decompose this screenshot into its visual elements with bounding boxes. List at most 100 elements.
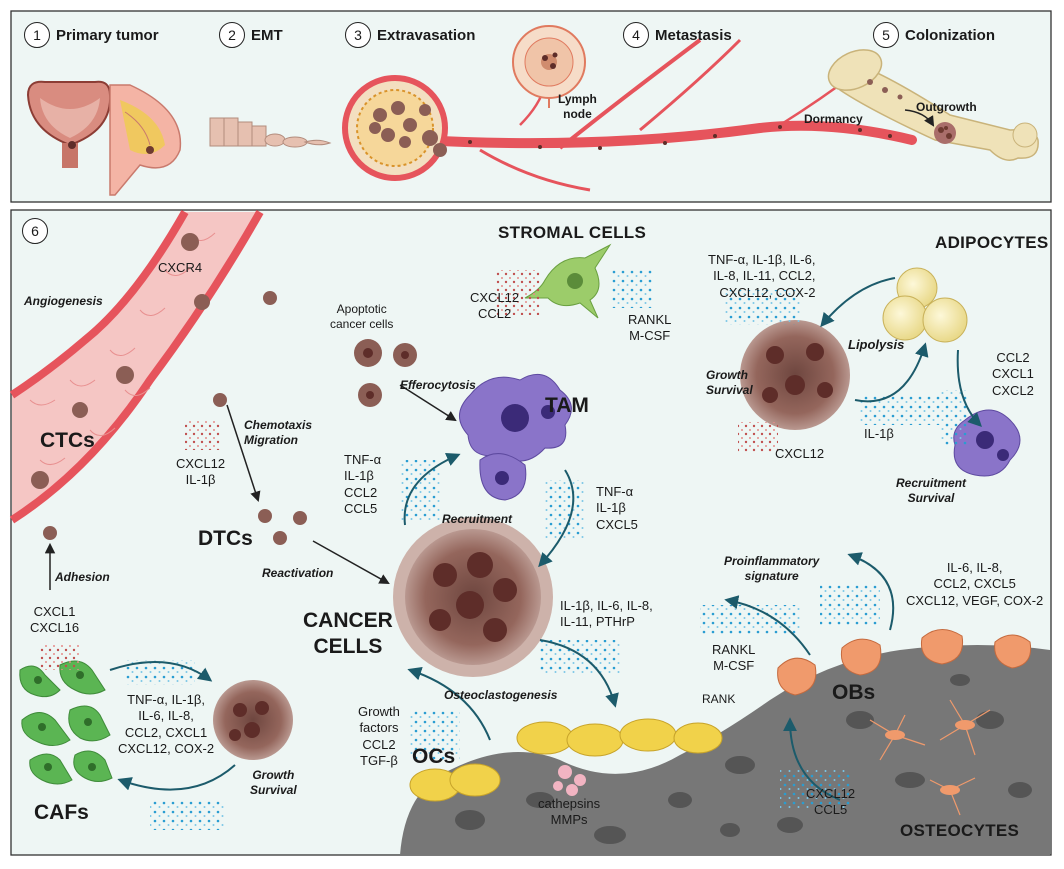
factor: CXCL2 — [992, 382, 1034, 398]
step-label: Primary tumor — [56, 26, 159, 44]
apoptotic-line: cancer cells — [330, 317, 394, 331]
angiogenesis-label: Angiogenesis — [24, 294, 103, 308]
apoptotic-line: Apoptotic — [336, 302, 387, 316]
stromal-cells-title: STROMAL CELLS — [498, 223, 647, 242]
ctc-cells — [31, 233, 307, 545]
factor: CCL2 — [477, 306, 512, 322]
step-number: 6 — [22, 218, 48, 244]
recruitment-survival-label: Recruitment Survival — [896, 476, 966, 506]
step-emt: 2 EMT — [219, 22, 283, 48]
osteocytes-label: OSTEOCYTES — [900, 821, 1020, 840]
step-number: 3 — [345, 22, 371, 48]
cxcr4-label: CXCR4 — [158, 260, 203, 275]
stromal-right-factors: RANKL M-CSF — [628, 312, 671, 345]
osteoclasts — [409, 718, 723, 802]
factor: TNF-α, IL-1β, IL-6, — [708, 252, 816, 267]
adhesion-label: Adhesion — [55, 570, 110, 584]
oc-factors: Growth factors CCL2 TGF-β — [358, 704, 400, 769]
mmps-line: MMPs — [550, 812, 588, 828]
cells-line: CELLS — [313, 635, 383, 659]
cancer-line: CANCER — [303, 609, 393, 632]
caf-tumor — [213, 680, 293, 760]
adipocyte-cxcl12: CXCL12 — [775, 446, 825, 461]
tam-label: TAM — [545, 394, 589, 417]
adipocyte-growth-survival: Growth Survival — [706, 368, 753, 398]
black-arrows — [44, 384, 457, 590]
tam-inbound-factors: TNF-α IL-1β CCL2 CCL5 — [344, 452, 381, 517]
extravasation-illustration — [342, 75, 448, 181]
factor: CXCL12, COX-2 — [719, 284, 816, 300]
cancer-cells-label: CANCER CELLS — [303, 608, 393, 661]
proinflammatory-label: Proinflammatory signature — [724, 554, 819, 584]
factor: CXCL1 — [992, 366, 1034, 382]
factor: IL-6, IL-8, — [138, 708, 194, 724]
chemotaxis-factors: CXCL12 IL-1β — [176, 456, 225, 489]
ocs-label: OCs — [412, 745, 456, 768]
outgrowth-label: Outgrowth — [916, 100, 977, 114]
arrows — [109, 277, 982, 801]
signature-line: signature — [744, 569, 799, 583]
cancer-cell-mass — [393, 517, 553, 677]
factor: IL-11, PTHrP — [560, 614, 635, 630]
factor: CCL5 — [344, 500, 378, 516]
survival-label: Survival — [706, 383, 753, 397]
bone-matrix — [400, 645, 1050, 855]
caf-factors: TNF-α, IL-1β, IL-6, IL-8, CCL2, CXCL1 CX… — [118, 692, 214, 757]
growth-label: Growth — [252, 768, 295, 782]
reactivation-label: Reactivation — [262, 566, 334, 580]
step-label: EMT — [251, 26, 283, 44]
step-bone-niche: 6 — [22, 218, 48, 244]
lymph-node-illustration — [512, 25, 586, 108]
migration-line: Migration — [244, 433, 298, 447]
signal-dots — [125, 290, 968, 830]
adipocyte-ccl-factors: CCL2 CXCL1 CXCL2 — [992, 350, 1034, 399]
factor: IL-1β — [596, 500, 626, 516]
adipocyte-tumor — [738, 320, 850, 452]
cafs-label: CAFs — [34, 801, 89, 824]
proinflammatory-line: Proinflammatory — [724, 554, 820, 568]
dtcs-label: DTCs — [198, 527, 253, 550]
apoptotic-label: Apoptotic cancer cells — [330, 302, 393, 332]
bladder-illustration — [26, 80, 112, 168]
cathepsins-line: cathepsins — [538, 796, 601, 811]
factor: TNF-α — [596, 484, 634, 499]
stromal-cell — [495, 243, 652, 319]
tam-outbound-factors: TNF-α IL-1β CXCL5 — [596, 484, 638, 533]
osteoclastogenesis-label: Osteoclastogenesis — [444, 688, 558, 702]
factor: CCL5 — [813, 802, 848, 818]
rankl-factors: RANKL M-CSF — [712, 642, 755, 675]
cancer-to-oc-factors: IL-1β, IL-6, IL-8, IL-11, PTHrP — [560, 598, 653, 631]
lymph-node-label: Lymph node — [558, 92, 597, 122]
factor: CXCL16 — [30, 620, 80, 636]
cathepsins-label: cathepsins MMPs — [538, 796, 600, 829]
factor: Growth — [358, 704, 400, 719]
factor: IL-1β — [185, 472, 216, 488]
step-number: 4 — [623, 22, 649, 48]
step-label: Colonization — [905, 26, 995, 44]
lipolysis-label: Lipolysis — [848, 337, 905, 352]
bone-illustration — [827, 49, 1039, 161]
stromal-left-factors: CXCL12 CCL2 — [470, 290, 519, 323]
factor: IL-1β — [344, 468, 374, 484]
adipocyte-factors: TNF-α, IL-1β, IL-6, IL-8, IL-11, CCL2, C… — [708, 252, 815, 301]
step-primary-tumor: 1 Primary tumor — [24, 22, 159, 48]
factor: M-CSF — [629, 328, 671, 344]
step-number: 5 — [873, 22, 899, 48]
factor: IL-6, IL-8, — [946, 560, 1003, 575]
adipocyte-il1b: IL-1β — [864, 426, 894, 441]
tam-cells — [459, 373, 572, 501]
factor: CXCL12 — [470, 290, 520, 305]
factor: CCL2, CXCL1 — [124, 724, 208, 740]
factor: TNF-α — [344, 452, 382, 467]
ob-outbound-factors: IL-6, IL-8, CCL2, CXCL5 CXCL12, VEGF, CO… — [906, 560, 1043, 609]
lymph-node-line: node — [563, 107, 592, 121]
lymph-node-line: Lymph — [558, 92, 597, 106]
obs-label: OBs — [832, 681, 876, 704]
adipocyte-cluster — [882, 267, 968, 343]
vessel-section — [9, 210, 264, 524]
step-extravasation: 3 Extravasation — [345, 22, 475, 48]
step-label: Extravasation — [377, 26, 476, 44]
efferocytosis-label: Efferocytosis — [400, 378, 476, 392]
